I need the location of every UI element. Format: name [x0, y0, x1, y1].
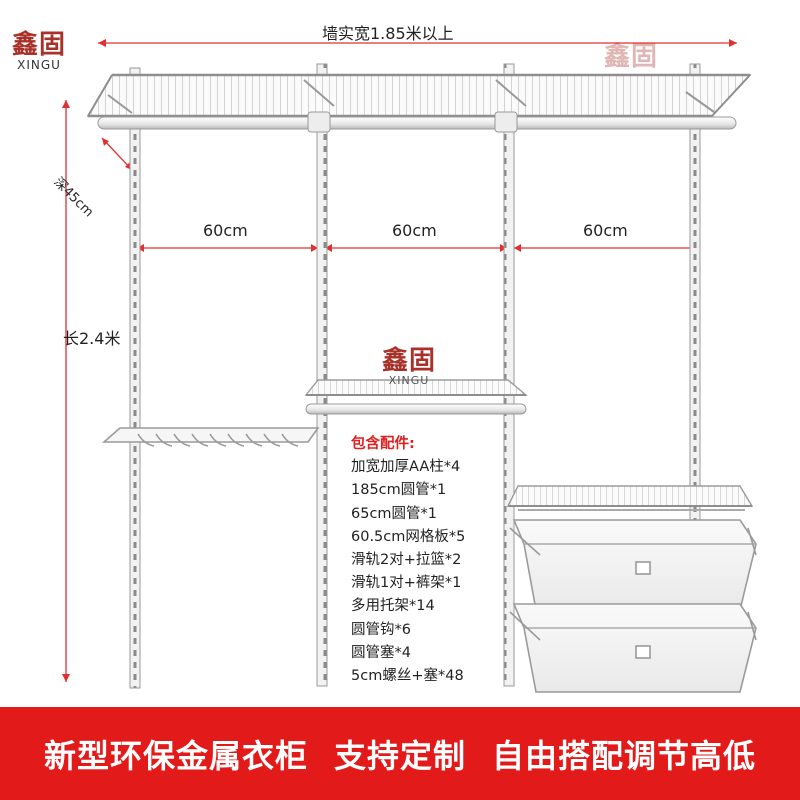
parts-item: 加宽加厚AA柱*4 — [351, 459, 461, 476]
height-label: 长2.4米 — [63, 329, 121, 348]
banner-segment-3: 自由搭配调节高低 — [492, 736, 757, 775]
parts-item: 多用托架*14 — [351, 598, 435, 615]
dimension-lines — [62, 39, 737, 682]
parts-item: 圆管塞*4 — [351, 644, 411, 661]
promo-banner: 新型环保金属衣柜 支持定制 自由搭配调节高低 — [0, 707, 800, 800]
parts-item: 滑轨2对+拉篮*2 — [351, 552, 462, 569]
parts-heading: 包含配件: — [351, 436, 415, 452]
parts-item: 65cm圆管*1 — [351, 505, 438, 522]
watermark-middle-cn: 鑫固 — [382, 346, 437, 376]
watermark-middle-en: XINGU — [388, 374, 430, 387]
parts-item: 5cm螺丝+塞*48 — [351, 668, 464, 685]
banner-segment-1: 新型环保金属衣柜 — [43, 736, 308, 775]
watermark-top-cn: 鑫固 — [604, 42, 659, 72]
parts-item: 圆管钩*6 — [351, 621, 411, 638]
top-shelf — [86, 73, 752, 118]
banner-segment-2: 支持定制 — [333, 736, 466, 775]
uprights — [129, 63, 701, 689]
parts-item: 185cm圆管*1 — [351, 482, 447, 499]
brand-logo: 鑫固 XINGU — [12, 32, 66, 71]
section-width-3: 60cm — [583, 221, 628, 240]
right-shelf — [506, 485, 754, 511]
parts-item: 60.5cm网格板*5 — [351, 528, 466, 545]
top-hanging-rod — [97, 111, 737, 133]
brand-logo-en: XINGU — [17, 58, 61, 72]
pull-out-baskets — [509, 519, 757, 693]
section-width-2: 60cm — [392, 221, 437, 240]
brand-watermark-top: 鑫固 — [604, 44, 658, 70]
middle-shelf — [304, 379, 528, 415]
wall-width-label: 墙实宽1.85米以上 — [322, 24, 454, 43]
parts-list: 包含配件: 加宽加厚AA柱*4 185cm圆管*1 65cm圆管*1 60.5c… — [351, 433, 465, 688]
parts-item: 滑轨1对+裤架*1 — [351, 575, 462, 592]
trouser-rack — [101, 427, 320, 447]
brand-watermark-middle: 鑫固 XINGU — [382, 348, 436, 386]
brand-logo-cn: 鑫固 — [12, 30, 67, 60]
section-width-1: 60cm — [203, 221, 248, 240]
